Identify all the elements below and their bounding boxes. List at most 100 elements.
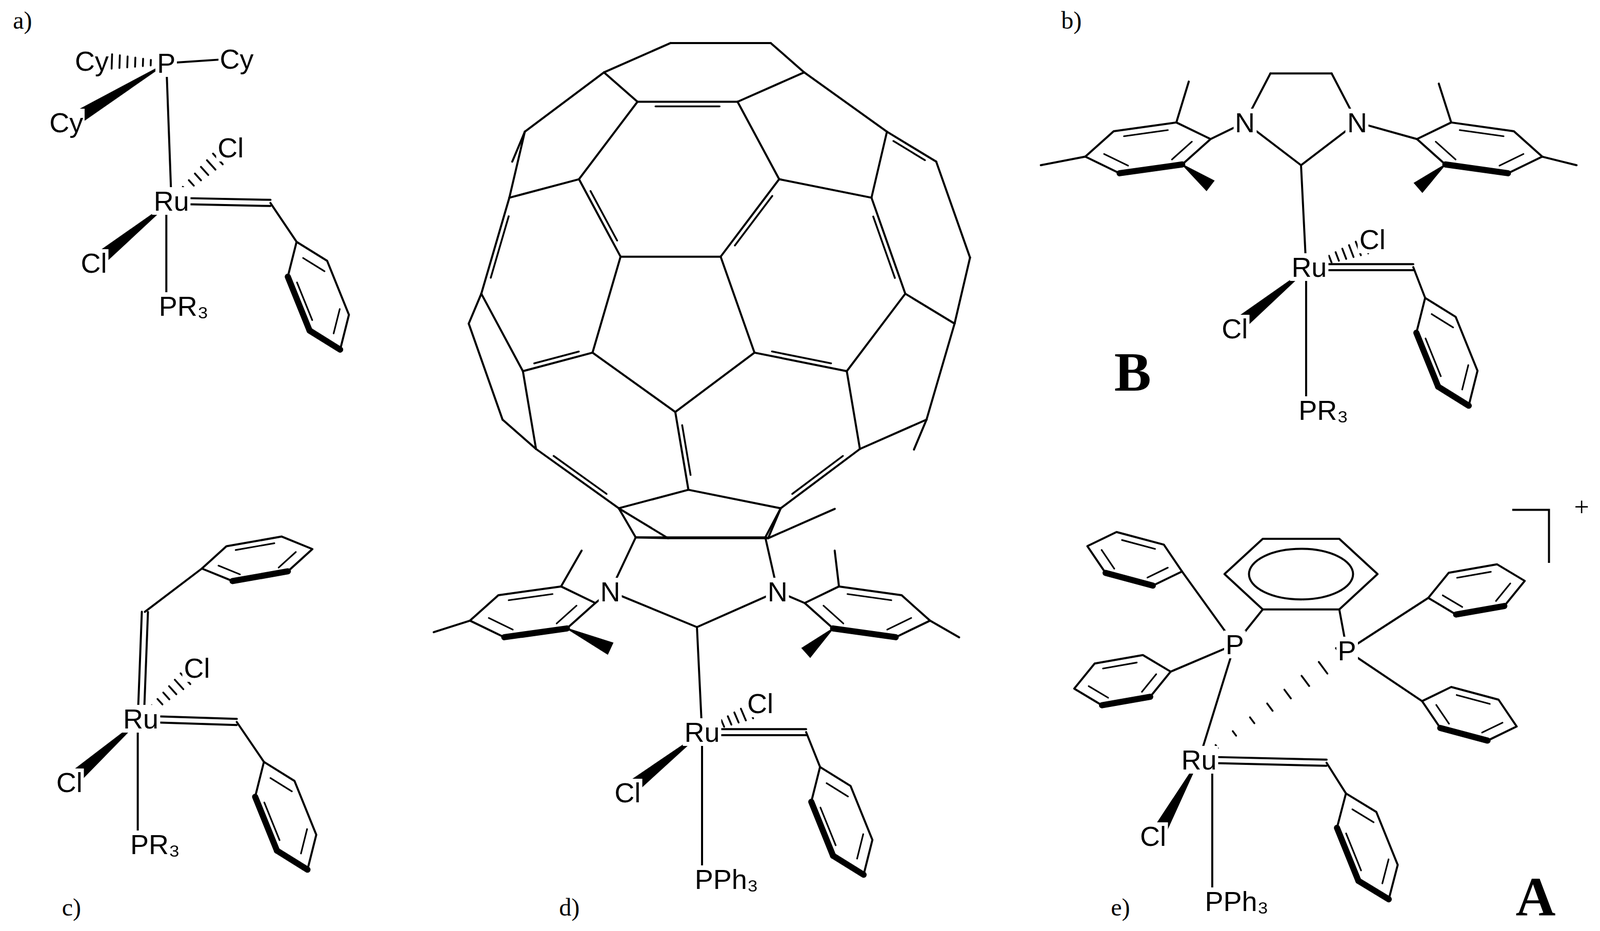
aromatic-ring — [1087, 532, 1183, 587]
wedge-bond — [1414, 164, 1446, 193]
bond-line — [1176, 81, 1189, 123]
ring-inner-bond — [856, 834, 864, 859]
double-bond — [137, 611, 143, 719]
ring-inner-bond — [1171, 141, 1192, 160]
aromatic-ring — [811, 767, 873, 875]
fullerene-bond — [778, 179, 872, 198]
ring-inner-bond — [278, 552, 296, 568]
hashed-bond — [188, 180, 194, 186]
aromatic-ring — [255, 762, 317, 870]
aromatic-ring — [1336, 793, 1398, 900]
bond-line — [1041, 156, 1086, 166]
ring-inner-bond — [218, 565, 240, 575]
fullerene-bond — [618, 508, 669, 538]
aromatic-ring — [1224, 538, 1378, 610]
ring-inner-bond — [270, 778, 292, 792]
aromatic-ring — [1074, 655, 1171, 706]
ring-inner-bond — [303, 257, 325, 272]
ring-inner-bond — [556, 605, 577, 624]
ring-front-edge — [1440, 728, 1488, 742]
hashed-bond — [149, 60, 152, 66]
panel-letter: b) — [1059, 8, 1084, 33]
bond-line — [1270, 72, 1332, 75]
bond-line — [236, 722, 265, 763]
bond-line — [696, 591, 778, 628]
bond-line — [1438, 83, 1452, 123]
aromatic-ring — [1422, 687, 1517, 742]
wedge-bond — [567, 628, 613, 655]
fullerene-bond — [936, 161, 971, 258]
bond-line — [610, 591, 697, 628]
fullerene-bond — [846, 293, 906, 372]
panel-letter: e) — [1109, 895, 1132, 920]
ring-front-edge — [1437, 386, 1469, 406]
fullerene-bond — [926, 323, 955, 420]
atom-label: Cl — [1220, 314, 1250, 343]
atom-label: Cl — [54, 768, 85, 797]
hashed-bond — [201, 166, 209, 175]
bond-line — [270, 203, 297, 243]
fullerene-double-bond — [893, 141, 926, 160]
bond-line — [696, 627, 703, 733]
fullerene-bond — [604, 43, 671, 73]
hashed-bond — [194, 173, 202, 180]
atom-label: N — [766, 577, 790, 606]
ring-inner-bond — [823, 605, 844, 624]
bond-line — [1347, 650, 1423, 702]
fullerene-bond — [509, 131, 525, 198]
ring-inner-bond — [1425, 338, 1442, 377]
ring-inner-bond — [508, 594, 553, 601]
fullerene-bond — [737, 101, 779, 179]
fullerene-bond — [871, 131, 887, 198]
ring-inner-bond — [1462, 365, 1469, 390]
hashed-bond — [734, 712, 739, 724]
atom-label: Cl — [215, 133, 246, 162]
fullerene-bond — [524, 72, 604, 132]
hashed-bond — [126, 56, 129, 68]
ring-inner-bond — [1101, 550, 1115, 570]
ring-inner-bond — [1103, 662, 1137, 669]
fullerene-bond — [720, 179, 779, 257]
hashed-bond — [1284, 689, 1292, 699]
hashed-bond — [1232, 731, 1237, 736]
hashed-bond — [142, 58, 145, 67]
bond-line — [1542, 156, 1577, 166]
atom-label: Cl — [1138, 822, 1168, 851]
ring-front-edge — [832, 855, 864, 875]
atom-label: Ru — [682, 718, 722, 747]
fullerene-bond — [523, 371, 537, 450]
fullerene-bond — [578, 179, 621, 257]
fullerene-bond — [592, 352, 675, 413]
fullerene-double-bond — [873, 216, 895, 278]
ring-inner-bond — [296, 282, 313, 321]
double-bond — [144, 612, 149, 720]
atom-label: PR₃ — [128, 830, 182, 859]
atom-label: Ru — [1179, 746, 1218, 774]
bond-line — [165, 201, 168, 294]
ring-inner-bond — [1435, 141, 1456, 160]
atom-label: PR₃ — [1296, 396, 1350, 425]
panel-letter: d) — [557, 895, 582, 920]
bond-line — [561, 550, 582, 587]
ring-inner-bond — [1104, 153, 1129, 166]
ring-inner-bond — [1482, 723, 1503, 733]
ring-front-edge — [1119, 164, 1183, 174]
ring-inner-bond — [1456, 695, 1491, 705]
fullerene-bond — [509, 179, 579, 198]
fullerene-bond — [780, 449, 860, 509]
hashed-bond — [1249, 717, 1255, 724]
fullerene-double-bond — [734, 195, 773, 246]
bond-line — [1326, 763, 1347, 794]
ring-front-edge — [504, 628, 567, 638]
ring-inner-bond — [887, 617, 912, 630]
atom-label: Cy — [47, 108, 85, 137]
fullerene-double-bond — [490, 216, 509, 278]
hashed-bond — [169, 686, 177, 695]
ring-inner-bond — [1495, 583, 1511, 602]
ring-inner-bond — [1436, 705, 1450, 725]
ring-inner-bond — [488, 617, 513, 630]
fullerene-bond — [887, 131, 937, 162]
ring-inner-bond — [826, 783, 849, 797]
bond-line — [834, 550, 839, 587]
